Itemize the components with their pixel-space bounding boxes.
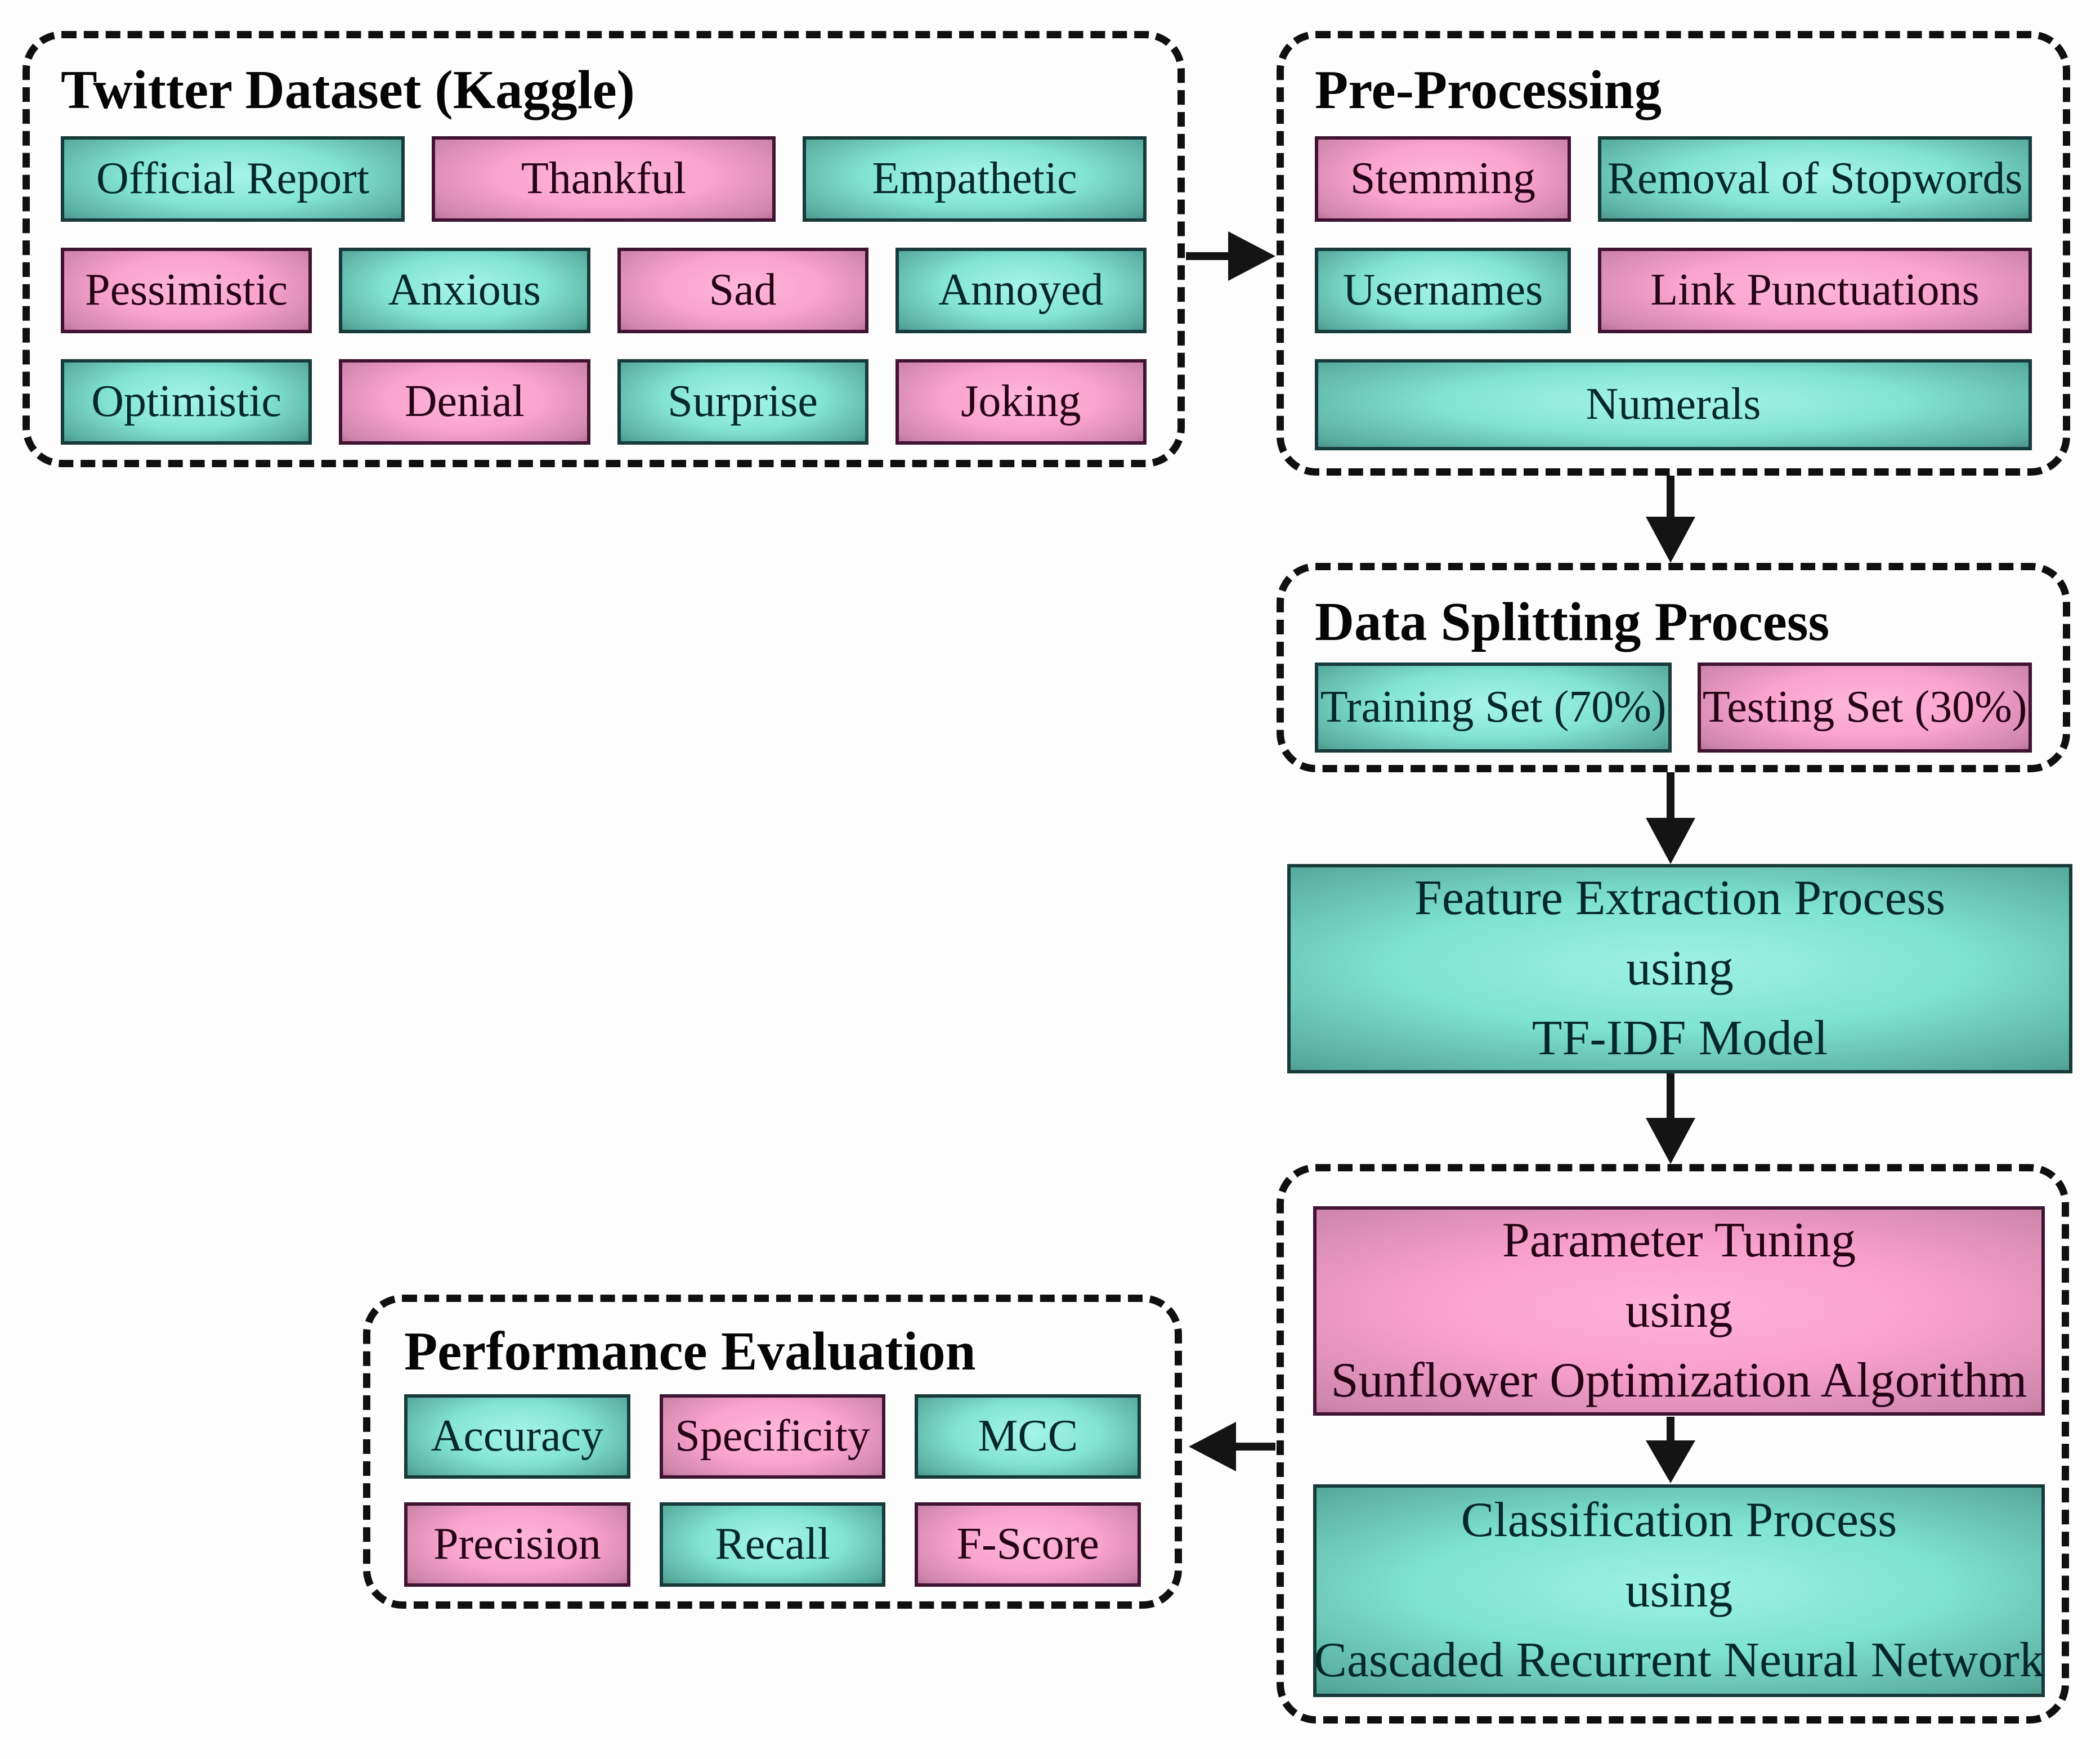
arrow-shaft <box>1667 1417 1674 1440</box>
data-splitting-group: Data Splitting Process Training Set (70%… <box>1277 563 2070 772</box>
twitter-row-3: Optimistic Denial Surprise Joking <box>61 359 1147 445</box>
box-thankful: Thankful <box>432 136 776 222</box>
box-numerals: Numerals <box>1315 359 2032 450</box>
arrow-shaft <box>1186 252 1228 260</box>
model-group: Parameter Tuning using Sunflower Optimiz… <box>1277 1164 2069 1724</box>
arrow-parametertuning-to-classification <box>1645 1417 1696 1483</box>
box-anxious: Anxious <box>339 247 590 333</box>
box-precision: Precision <box>404 1502 630 1587</box>
box-f-score: F-Score <box>915 1502 1141 1587</box>
arrow-shaft <box>1667 772 1674 818</box>
box-annoyed: Annoyed <box>895 247 1147 333</box>
arrow-head-down-icon <box>1646 1440 1695 1483</box>
arrow-head-down-icon <box>1646 818 1695 864</box>
box-usernames: Usernames <box>1315 247 1571 333</box>
arrow-head-down-icon <box>1646 517 1695 563</box>
performance-evaluation-title: Performance Evaluation <box>404 1321 976 1381</box>
box-joking: Joking <box>895 359 1147 445</box>
arrow-head-left-icon <box>1189 1422 1236 1471</box>
data-splitting-row: Training Set (70%) Testing Set (30%) <box>1315 662 2032 753</box>
performance-row-2: Precision Recall F-Score <box>404 1502 1141 1587</box>
box-specificity: Specificity <box>659 1394 886 1479</box>
box-recall: Recall <box>659 1502 886 1587</box>
box-mcc: MCC <box>915 1394 1141 1479</box>
twitter-row-1: Official Report Thankful Empathetic <box>61 136 1147 222</box>
box-pessimistic: Pessimistic <box>61 247 312 333</box>
performance-row-1: Accuracy Specificity MCC <box>404 1394 1141 1479</box>
arrow-model-to-performance <box>1189 1422 1275 1471</box>
feature-extraction-box: Feature Extraction Process using TF-IDF … <box>1287 864 2072 1073</box>
preprocessing-group: Pre-Processing Stemming Removal of Stopw… <box>1277 31 2070 476</box>
arrow-head-down-icon <box>1646 1118 1695 1164</box>
box-testing-set: Testing Set (30%) <box>1698 662 2032 753</box>
box-optimistic: Optimistic <box>61 359 312 445</box>
box-official-report: Official Report <box>61 136 405 222</box>
arrow-shaft <box>1667 476 1674 517</box>
arrow-featureextraction-to-model <box>1645 1073 1696 1164</box>
classification-box: Classification Process using Cascaded Re… <box>1313 1484 2045 1697</box>
box-link-punctuations: Link Punctuations <box>1598 247 2032 333</box>
arrow-preprocessing-to-datasplitting <box>1645 476 1696 563</box>
preprocessing-row-3: Numerals <box>1315 359 2032 450</box>
box-denial: Denial <box>339 359 590 445</box>
box-removal-of-stopwords: Removal of Stopwords <box>1598 136 2032 222</box>
arrow-dataset-to-preprocessing <box>1186 231 1275 281</box>
performance-evaluation-group: Performance Evaluation Accuracy Specific… <box>363 1295 1182 1609</box>
preprocessing-title: Pre-Processing <box>1315 60 1662 120</box>
twitter-dataset-group: Twitter Dataset (Kaggle) Official Report… <box>23 31 1185 467</box>
box-training-set: Training Set (70%) <box>1315 662 1672 753</box>
box-accuracy: Accuracy <box>404 1394 630 1479</box>
arrow-shaft <box>1667 1073 1674 1118</box>
arrow-head-right-icon <box>1228 231 1275 281</box>
twitter-row-2: Pessimistic Anxious Sad Annoyed <box>61 247 1147 333</box>
twitter-dataset-title: Twitter Dataset (Kaggle) <box>61 60 635 120</box>
preprocessing-row-2: Usernames Link Punctuations <box>1315 247 2032 333</box>
data-splitting-title: Data Splitting Process <box>1315 592 1830 652</box>
box-empathetic: Empathetic <box>803 136 1147 222</box>
box-sad: Sad <box>617 247 868 333</box>
arrow-datasplitting-to-featureextraction <box>1645 772 1696 864</box>
arrow-shaft <box>1236 1443 1275 1451</box>
parameter-tuning-box: Parameter Tuning using Sunflower Optimiz… <box>1313 1206 2045 1416</box>
box-surprise: Surprise <box>617 359 868 445</box>
box-stemming: Stemming <box>1315 136 1571 222</box>
preprocessing-row-1: Stemming Removal of Stopwords <box>1315 136 2032 222</box>
